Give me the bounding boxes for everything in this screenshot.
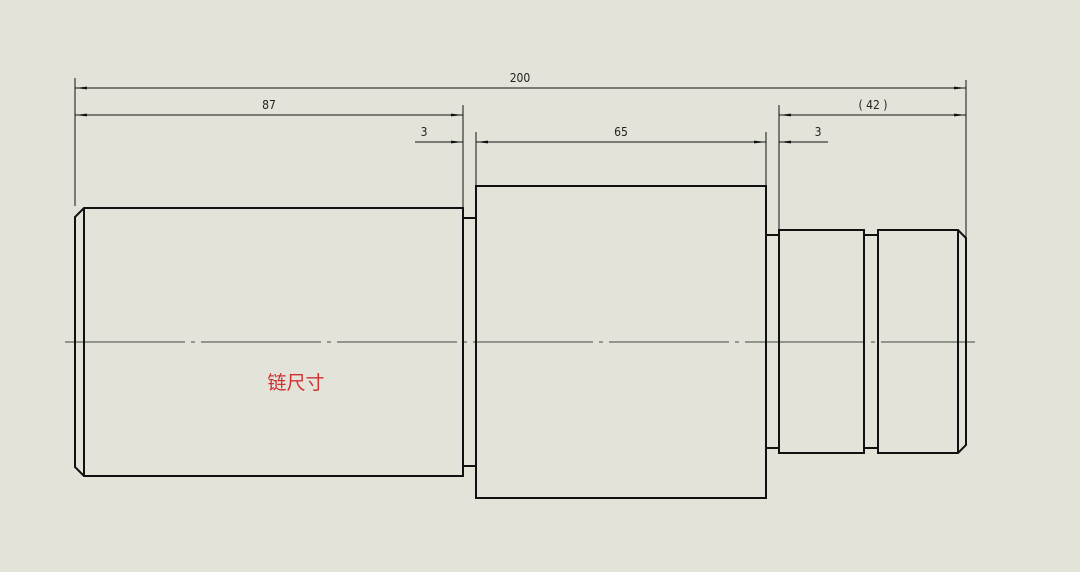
dim-text-65: 65 [614,125,628,139]
groove-right-1 [765,234,780,449]
section-right-1 [778,229,865,454]
dim-text-87: 87 [262,98,276,112]
dim-text-3-left: 3 [421,125,428,139]
chain-dimension-note: 链尺寸 [267,372,324,394]
dimension-lines [75,86,966,144]
dim-text-3-right: 3 [815,125,822,139]
dim-text-42: ( 42 ) [858,98,887,112]
extension-lines [74,78,967,238]
groove-right-2 [863,234,879,449]
section-right-2 [877,229,967,454]
dim-text-200: 200 [510,71,531,85]
